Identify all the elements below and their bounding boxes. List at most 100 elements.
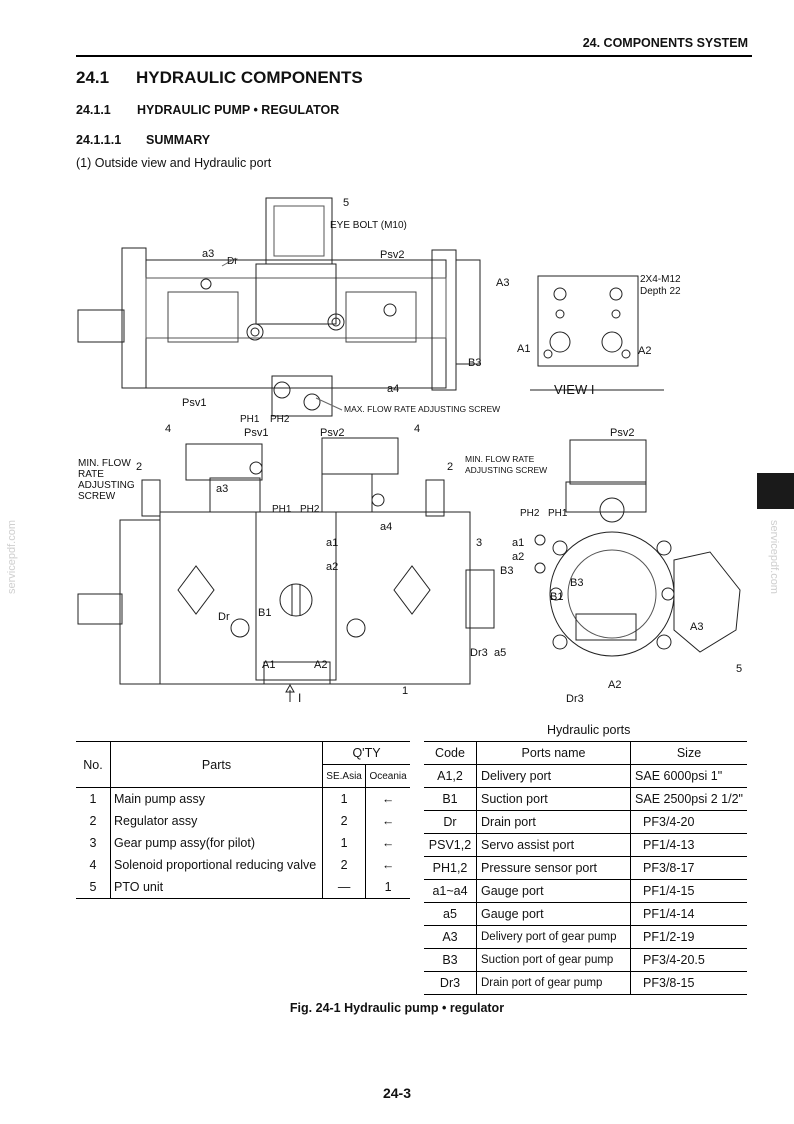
front-view [77, 437, 495, 702]
label-front-a1-port: A1 [262, 659, 275, 671]
port-name: Suction port [476, 787, 632, 811]
port-size: PF1/2-19 [630, 925, 747, 949]
port-size: PF1/4-13 [630, 833, 747, 857]
part-name: Gear pump assy(for pilot) [110, 832, 324, 854]
ports-caption: Hydraulic ports [547, 723, 631, 737]
part-no: 1 [76, 787, 111, 810]
table-row: Dr3 Drain port of gear pump PF3/8-15 [424, 971, 747, 995]
port-code: a1~a4 [424, 879, 477, 903]
part-qty-oceania: ← [381, 858, 395, 872]
col-no: No. [76, 741, 111, 788]
label-front-a2: a2 [326, 561, 338, 573]
port-size: SAE 6000psi 1" [630, 764, 747, 788]
port-code: PSV1,2 [424, 833, 477, 857]
part-qty-asia: 1 [322, 787, 367, 810]
port-name: Delivery port of gear pump [476, 925, 632, 949]
label-view-a2: A2 [638, 345, 651, 357]
col-parts: Parts [110, 741, 324, 788]
heading-1-text: HYDRAULIC COMPONENTS [136, 68, 363, 87]
heading-3-text: SUMMARY [146, 133, 211, 147]
label-side-b1: B1 [550, 591, 563, 603]
table-row: 1 Main pump assy 1 ← [76, 787, 410, 810]
label-front-1: 1 [402, 685, 408, 697]
label-view-bolt: 2X4-M12 [640, 274, 681, 285]
pump-drawing: 5 EYE BOLT (M10) a3 Dr Psv2 Psv1 a4 PH1 … [77, 197, 742, 705]
parts-table: No. Parts Q'TY SE.Asia Oceania 1 Main pu… [76, 741, 410, 899]
port-code: Dr [424, 810, 477, 834]
label-view-a1: A1 [517, 343, 530, 355]
port-code: B1 [424, 787, 477, 811]
label-side-a3: A3 [690, 621, 703, 633]
label-view-title: VIEW I [554, 382, 594, 397]
col-se-asia: SE.Asia [322, 764, 367, 788]
label-front-a1: a1 [326, 537, 338, 549]
part-qty-oceania: ← [381, 814, 395, 828]
table-row: A3 Delivery port of gear pump PF1/2-19 [424, 925, 747, 949]
col-port-name: Ports name [476, 741, 632, 765]
label-side-ph2: PH2 [520, 508, 540, 519]
port-name: Drain port [476, 810, 632, 834]
port-size: PF1/4-15 [630, 879, 747, 903]
label-front-3: 3 [476, 537, 482, 549]
label-front-arrow-i: I [298, 691, 301, 705]
label-front-a2-port: A2 [314, 659, 327, 671]
page-number: 24-3 [382, 1085, 412, 1101]
label-front-a3: a3 [216, 483, 228, 495]
label-front-2a: 2 [136, 461, 142, 473]
port-code: B3 [424, 948, 477, 972]
label-top-a3: a3 [202, 248, 214, 260]
col-size: Size [630, 741, 747, 765]
port-name: Drain port of gear pump [476, 971, 632, 995]
watermark-right: servicepdf.com [768, 520, 780, 594]
part-name: PTO unit [110, 876, 324, 899]
label-side-5: 5 [736, 663, 742, 675]
label-front-4a: 4 [165, 423, 171, 435]
label-side-a1: a1 [512, 537, 524, 549]
side-view [534, 439, 741, 657]
port-code: a5 [424, 902, 477, 926]
label-front-dr: Dr [218, 611, 230, 623]
label-min-flow-1: MIN. FLOW [78, 458, 131, 469]
port-size: PF3/8-15 [630, 971, 747, 995]
header-divider [76, 55, 752, 57]
table-row: A1,2 Delivery port SAE 6000psi 1" [424, 764, 747, 788]
port-code: Dr3 [424, 971, 477, 995]
table-row: 4 Solenoid proportional reducing valve 2… [76, 854, 410, 876]
part-qty-asia: — [322, 876, 367, 899]
col-code: Code [424, 741, 477, 765]
label-front-psv2: Psv2 [320, 427, 344, 439]
label-min-flow-4: SCREW [78, 491, 116, 502]
table-row: 2 Regulator assy 2 ← [76, 810, 410, 832]
heading-3-number: 24.1.1.1 [76, 133, 122, 147]
part-qty-oceania: ← [381, 792, 395, 806]
port-name: Servo assist port [476, 833, 632, 857]
label-front-dr3: Dr3 [470, 647, 488, 659]
label-side-min-flow-2: ADJUSTING SCREW [465, 465, 547, 475]
label-top-psv2: Psv2 [380, 249, 404, 261]
table-row: B1 Suction port SAE 2500psi 2 1/2" [424, 787, 747, 811]
view-i [530, 275, 664, 391]
label-front-b3: B3 [500, 565, 513, 577]
port-name: Suction port of gear pump [476, 948, 632, 972]
col-qty: Q'TY [322, 741, 410, 765]
part-name: Regulator assy [110, 810, 324, 832]
label-top-a4: a4 [387, 383, 399, 395]
table-row: PH1,2 Pressure sensor port PF3/8-17 [424, 856, 747, 880]
table-row: B3 Suction port of gear pump PF3/4-20.5 [424, 948, 747, 972]
table-row: 5 PTO unit — 1 [76, 876, 410, 899]
port-code: PH1,2 [424, 856, 477, 880]
port-name: Delivery port [476, 764, 632, 788]
label-front-a4: a4 [380, 521, 392, 533]
table-row: 3 Gear pump assy(for pilot) 1 ← [76, 832, 410, 854]
port-size: SAE 2500psi 2 1/2" [630, 787, 747, 811]
top-view [77, 197, 481, 417]
chapter-tab-marker [757, 473, 794, 509]
table-row: a1~a4 Gauge port PF1/4-15 [424, 879, 747, 903]
part-qty-asia: 1 [322, 832, 367, 854]
port-name: Gauge port [476, 879, 632, 903]
label-front-4b: 4 [414, 423, 420, 435]
label-top-ph2: PH2 [270, 414, 290, 425]
table-row: a5 Gauge port PF1/4-14 [424, 902, 747, 926]
